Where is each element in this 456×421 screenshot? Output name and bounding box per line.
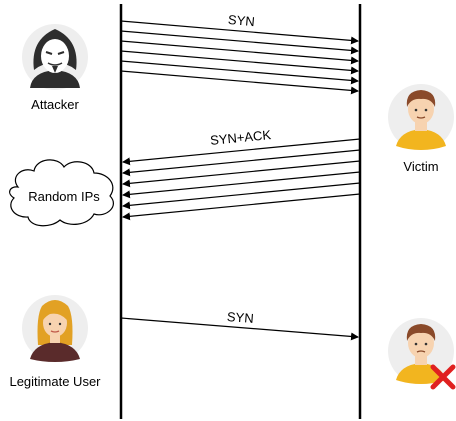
syn-arrow <box>120 40 359 65</box>
syn-arrow <box>120 60 359 85</box>
syn-arrow <box>120 30 359 55</box>
legit-syn-label: SYN <box>226 309 254 326</box>
syn-ack-arrow <box>122 182 361 210</box>
syn-ack-label: SYN+ACK <box>209 127 272 148</box>
syn-ack-arrow <box>122 138 361 166</box>
syn-flood-arrows <box>120 20 359 95</box>
legitimate-user-label: Legitimate User <box>9 374 101 389</box>
legitimate-user-icon <box>22 295 88 362</box>
victim-unavailable-icon <box>388 318 454 384</box>
syn-ack-arrow <box>122 193 361 221</box>
syn-ack-arrow <box>122 149 361 177</box>
attacker-label: Attacker <box>31 97 79 112</box>
victim-icon <box>388 84 454 150</box>
syn-flood-label: SYN <box>227 12 255 29</box>
syn-arrow <box>120 70 359 95</box>
syn-ack-arrows <box>122 138 361 221</box>
random-ips-label: Random IPs <box>28 189 100 204</box>
syn-ack-arrow <box>122 171 361 199</box>
attacker-icon <box>22 24 88 90</box>
legit-syn-arrow <box>120 317 359 341</box>
syn-arrow <box>120 20 359 45</box>
victim-label: Victim <box>403 159 438 174</box>
red-x-icon <box>430 364 456 390</box>
syn-ack-arrow <box>122 160 361 188</box>
syn-arrow <box>120 50 359 75</box>
cloud-icon <box>9 159 114 227</box>
